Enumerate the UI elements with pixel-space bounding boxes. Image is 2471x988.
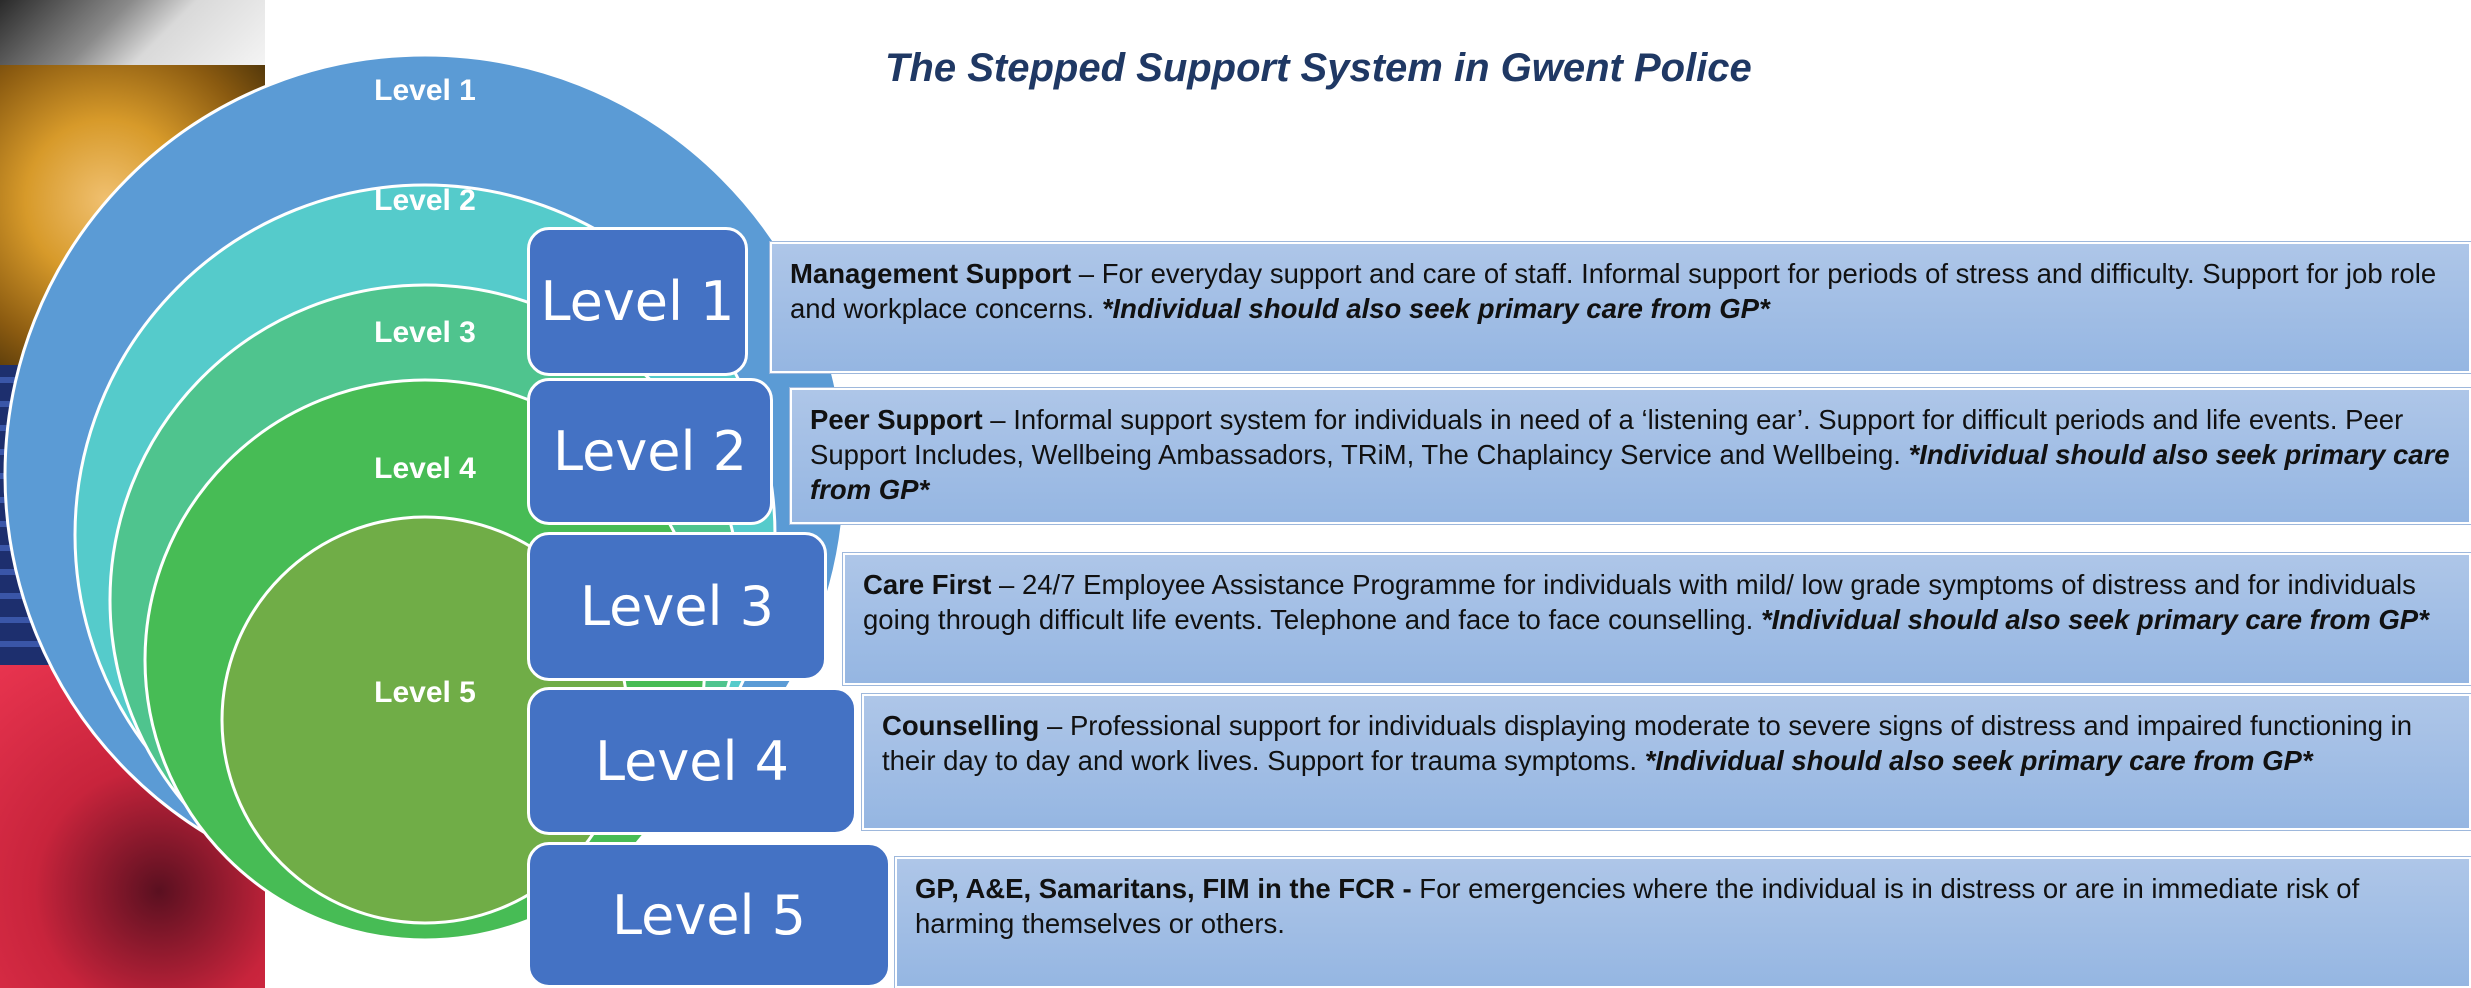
level-3-note: *Individual should also seek primary car… [1760, 604, 2429, 635]
level-4-heading: Counselling [882, 710, 1040, 741]
level-1-box: Level 1 [527, 227, 748, 376]
level-5-heading: GP, A&E, Samaritans, FIM in the FCR - [915, 873, 1412, 904]
level-1-note: *Individual should also seek primary car… [1101, 293, 1770, 324]
level-3-description: Care First – 24/7 Employee Assistance Pr… [843, 553, 2471, 685]
level-5-label: Level 5 [611, 883, 807, 947]
level-2-heading: Peer Support [810, 404, 983, 435]
level-4-description: Counselling – Professional support for i… [862, 694, 2471, 830]
level-5-text: For emergencies where the individual is … [915, 873, 2360, 939]
level-2-note: *Individual should also seek primary car… [810, 439, 2450, 505]
level-1-label: Level 1 [540, 270, 735, 333]
level-4-label: Level 4 [594, 729, 790, 793]
circle-label-level-4: Level 4 [374, 452, 476, 485]
level-1-description: Management Support – For everyday suppor… [770, 242, 2471, 373]
page-title: The Stepped Support System in Gwent Poli… [885, 46, 1752, 90]
level-5-box: Level 5 [527, 842, 891, 988]
level-4-text: – Professional support for individuals d… [882, 710, 2413, 776]
level-2-text: – Informal support system for individual… [810, 404, 2404, 470]
photo-police-vehicle [0, 0, 265, 65]
circle-label-level-2: Level 2 [374, 184, 476, 217]
level-3-box: Level 3 [527, 532, 827, 681]
circle-label-level-1: Level 1 [374, 74, 476, 107]
level-5-description: GP, A&E, Samaritans, FIM in the FCR - Fo… [895, 857, 2471, 988]
level-2-description: Peer Support – Informal support system f… [790, 388, 2471, 524]
level-4-note: *Individual should also seek primary car… [1644, 745, 2313, 776]
level-3-label: Level 3 [579, 575, 775, 638]
level-1-heading: Management Support [790, 258, 1072, 289]
level-4-box: Level 4 [527, 687, 857, 835]
level-3-heading: Care First [863, 569, 992, 600]
level-2-label: Level 2 [552, 420, 748, 483]
level-1-text: – For everyday support and care of staff… [790, 258, 2437, 324]
level-2-box: Level 2 [527, 378, 773, 525]
level-3-text: – 24/7 Employee Assistance Programme for… [863, 569, 2416, 635]
circle-label-level-3: Level 3 [374, 316, 476, 349]
circle-label-level-5: Level 5 [374, 676, 476, 709]
